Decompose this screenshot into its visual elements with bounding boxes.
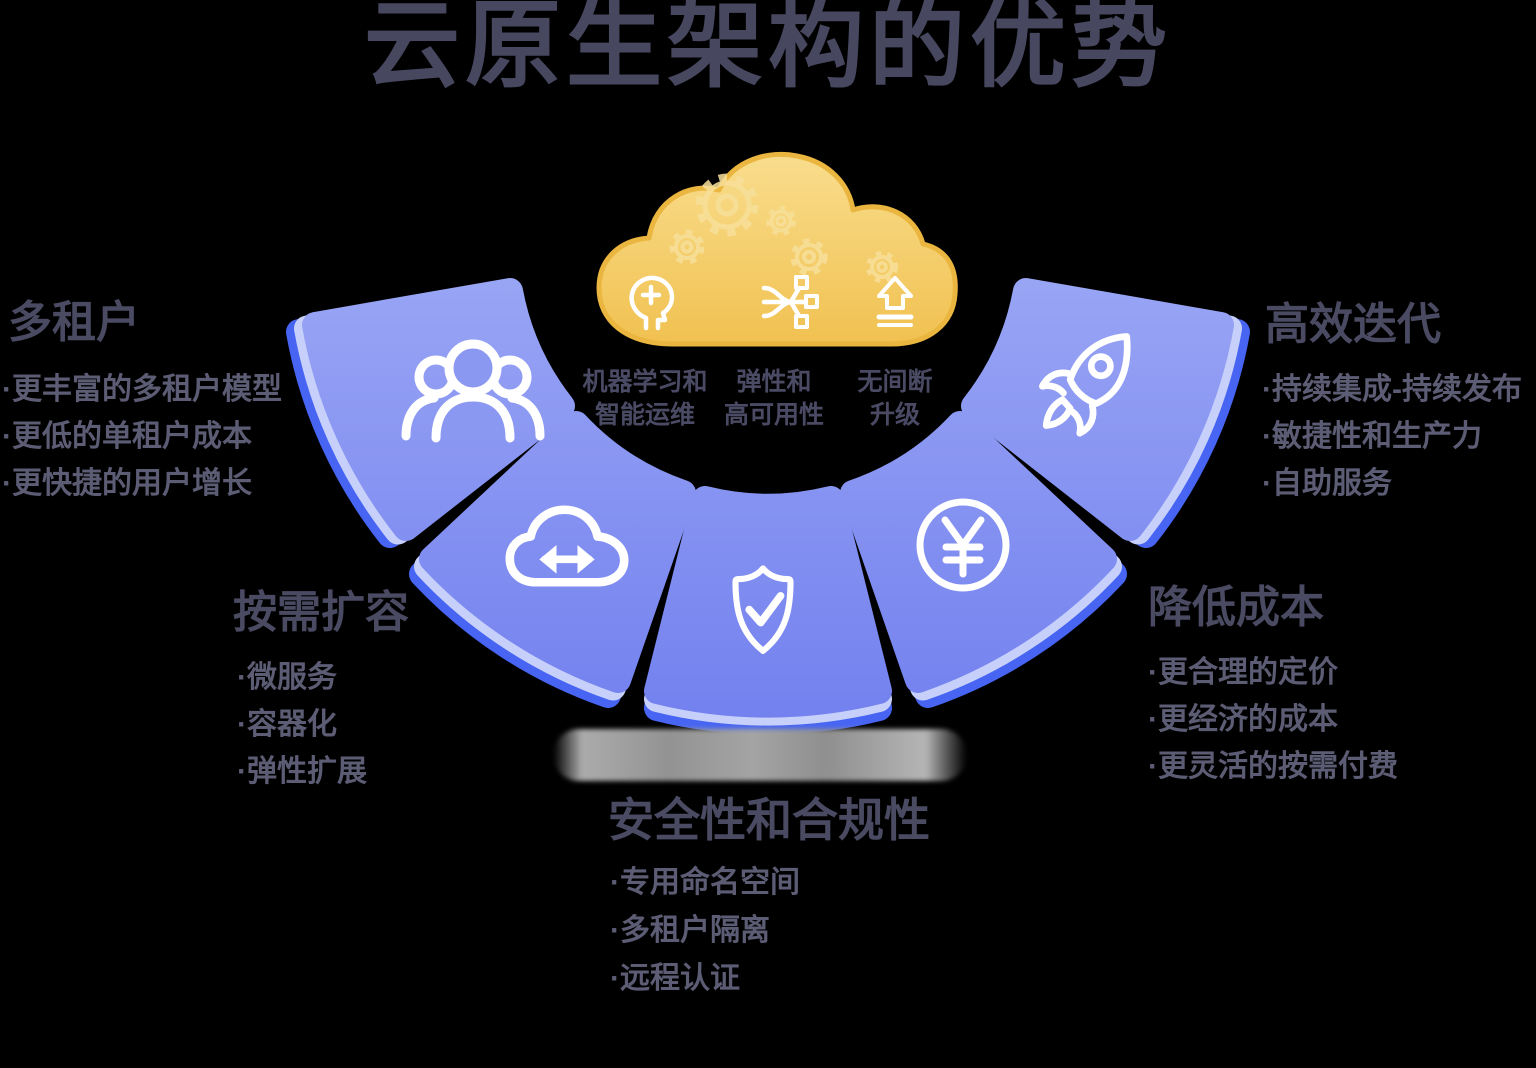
page-title: 云原生架构的优势 [364,0,1172,99]
section-bullet: ·更合理的定价 [1148,656,1338,689]
section-heading: 安全性和合规性 [608,794,930,846]
cloud-label-seamless-upgrade: 无间断升级 [857,368,933,429]
gear-icon [866,251,898,283]
rocket-icon [1028,324,1143,439]
section-efficient-iteration-bullets: ·持续集成-持续发布 ·敏捷性和生产力 ·自助服务 [1262,366,1522,507]
section-bullet: ·微服务 [237,661,337,694]
section-bullet: ·更灵活的按需付费 [1148,750,1398,783]
ground-shadow [553,729,967,781]
gear-icon [669,229,705,265]
cloud-label-ml-ops: 机器学习和智能运维 [582,368,708,429]
section-security-compliance: 安全性和合规性 [608,795,930,846]
cloud-sync-icon [505,502,629,590]
gear-icon [766,206,796,236]
section-security-compliance-bullets: ·专用命名空间 ·多租户隔离 ·远程认证 [610,859,800,1003]
gear-icon [790,238,828,276]
section-bullet: ·更低的单租户成本 [2,420,252,453]
cloud-graphic [585,148,965,358]
section-bullet: ·更经济的成本 [1148,703,1338,736]
gear-icon [695,173,759,237]
flow-icon [761,275,819,329]
cloud-shape [596,151,958,347]
shield-check-icon [721,562,805,658]
section-bullet: ·专用命名空间 [610,866,800,899]
section-cost-reduction: 降低成本 [1148,583,1324,632]
users-icon [398,332,548,443]
section-heading: 多租户 [8,298,140,347]
yuan-circle-icon [913,495,1013,595]
section-bullet: ·容器化 [237,708,337,741]
gear-icons [669,173,898,283]
section-multi-tenant-bullets: ·更丰富的多租户模型 ·更低的单租户成本 ·更快捷的用户增长 [2,366,282,507]
section-cost-reduction-bullets: ·更合理的定价 ·更经济的成本 ·更灵活的按需付费 [1148,649,1398,790]
ai-head-icon [629,275,675,331]
section-heading: 按需扩容 [233,588,409,637]
section-bullet: ·弹性扩展 [237,755,367,788]
cloud-label-elastic-ha: 弹性和高可用性 [723,368,824,429]
section-bullet: ·持续集成-持续发布 [1262,373,1522,406]
section-scale-on-demand-bullets: ·微服务 ·容器化 ·弹性扩展 [237,654,367,795]
section-efficient-iteration: 高效迭代 [1265,300,1441,349]
section-heading: 高效迭代 [1265,300,1441,349]
upload-icon [876,276,914,327]
section-heading: 降低成本 [1148,583,1324,632]
section-bullet: ·敏捷性和生产力 [1262,420,1482,453]
section-bullet: ·远程认证 [610,962,740,995]
section-scale-on-demand: 按需扩容 [233,588,409,637]
section-bullet: ·自助服务 [1262,467,1392,500]
section-bullet: ·更丰富的多租户模型 [2,373,282,406]
section-bullet: ·多租户隔离 [610,914,770,947]
section-multi-tenant: 多租户 [8,298,140,347]
section-bullet: ·更快捷的用户增长 [2,467,252,500]
